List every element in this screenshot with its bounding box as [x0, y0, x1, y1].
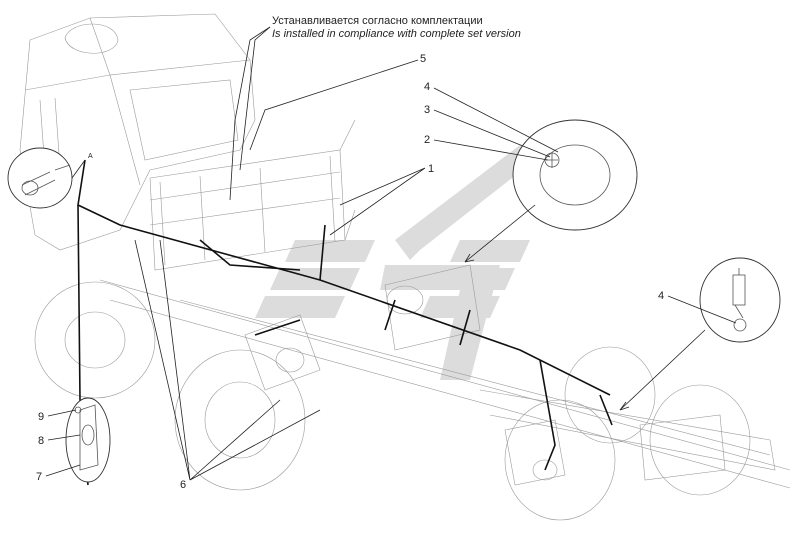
callout-3: 3 — [424, 104, 430, 116]
callout-7: 7 — [36, 471, 42, 483]
callout-left-sensor — [7, 147, 86, 209]
callout-right-sensor — [619, 257, 781, 411]
chassis-rails — [99, 279, 791, 489]
caption-ru: Устанавливается согласно комплектации — [272, 15, 483, 27]
callout-1: 1 — [428, 163, 434, 175]
callout-2: 2 — [424, 134, 430, 146]
callout-top-right-sensor — [464, 119, 638, 263]
callout-6: 6 — [180, 479, 186, 491]
watermark-logo — [255, 145, 535, 380]
caption: Устанавливается согласно комплектации Is… — [229, 15, 521, 201]
callout-5: 5 — [420, 53, 426, 65]
callout-numbers: 1 2 3 4 4 5 6 7 8 9 — [36, 53, 737, 491]
callout-4: 4 — [424, 81, 430, 93]
body-frame — [149, 119, 356, 271]
caption-en: Is installed in compliance with complete… — [272, 28, 521, 40]
callout-8: 8 — [38, 435, 44, 447]
callout-9: 9 — [38, 411, 44, 423]
assemblies — [244, 264, 726, 486]
harness-mark: A — [88, 153, 93, 160]
truck-cab — [19, 13, 256, 251]
callout-4b: 4 — [658, 290, 664, 302]
wheels — [34, 281, 751, 521]
callout-bottom-left — [65, 397, 111, 483]
